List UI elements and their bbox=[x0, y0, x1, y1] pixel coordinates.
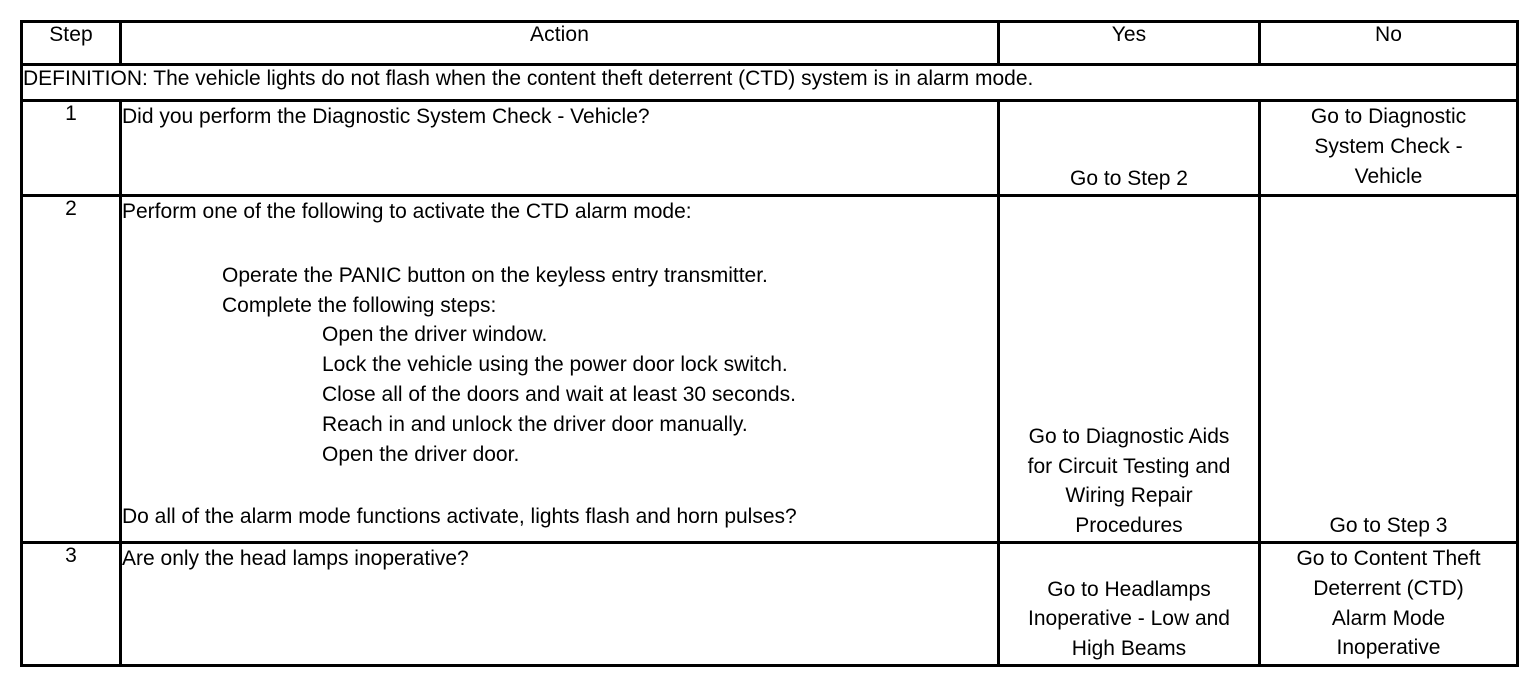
answer-line: Alarm Mode bbox=[1331, 606, 1446, 630]
step-action-cell: Perform one of the following to activate… bbox=[119, 194, 1000, 544]
table-row: 1 Did you perform the Diagnostic System … bbox=[20, 99, 1519, 197]
step-action-cell: Did you perform the Diagnostic System Ch… bbox=[119, 99, 1000, 197]
action-line: Perform one of the following to activate… bbox=[122, 200, 692, 223]
column-header-no: No bbox=[1258, 20, 1519, 66]
step-yes-cell: Go to Diagnostic Aids for Circuit Testin… bbox=[997, 194, 1261, 544]
answer-line: Wiring Repair bbox=[1065, 484, 1193, 508]
table-row: 3 Are only the head lamps inoperative? G… bbox=[20, 541, 1519, 667]
step-no-cell: Go to Diagnostic System Check - Vehicle bbox=[1258, 99, 1519, 197]
step-yes-cell: Go to Headlamps Inoperative - Low and Hi… bbox=[997, 541, 1261, 667]
answer-line: Deterrent (CTD) bbox=[1313, 576, 1464, 600]
table-header-row: Step Action Yes No bbox=[20, 20, 1519, 66]
action-line: Do all of the alarm mode functions activ… bbox=[122, 504, 797, 528]
step-no-cell: Go to Content Theft Deterrent (CTD) Alar… bbox=[1258, 541, 1519, 667]
answer-line: Go to Headlamps bbox=[1047, 577, 1211, 601]
answer-line: Vehicle bbox=[1354, 164, 1423, 188]
definition-text: DEFINITION: The vehicle lights do not fl… bbox=[20, 63, 1519, 102]
action-line: Did you perform the Diagnostic System Ch… bbox=[122, 105, 650, 128]
action-line: Close all of the doors and wait at least… bbox=[322, 383, 796, 407]
action-line: Operate the PANIC button on the keyless … bbox=[222, 263, 768, 287]
answer-line: for Circuit Testing and bbox=[1027, 454, 1231, 478]
action-line: Reach in and unlock the driver door manu… bbox=[322, 412, 748, 436]
answer-line: Go to Diagnostic Aids bbox=[1028, 424, 1230, 448]
step-no-cell: Go to Step 3 bbox=[1258, 194, 1519, 544]
action-spacer bbox=[122, 227, 997, 261]
action-line: Open the driver window. bbox=[322, 323, 548, 347]
answer-line: Go to Content Theft bbox=[1296, 547, 1481, 570]
table-row: 2 Perform one of the following to activa… bbox=[20, 194, 1519, 544]
column-header-yes: Yes bbox=[997, 20, 1261, 66]
action-line: Are only the head lamps inoperative? bbox=[122, 547, 469, 570]
action-line: Open the driver door. bbox=[322, 442, 520, 466]
action-spacer bbox=[122, 470, 997, 502]
answer-line: Procedures bbox=[1075, 514, 1183, 538]
step-number: 3 bbox=[20, 541, 122, 667]
action-line: Lock the vehicle using the power door lo… bbox=[322, 353, 788, 377]
action-line: Complete the following steps: bbox=[222, 293, 497, 317]
answer-line: Inoperative bbox=[1336, 636, 1441, 660]
answer-line: High Beams bbox=[1071, 637, 1187, 661]
definition-row: DEFINITION: The vehicle lights do not fl… bbox=[20, 63, 1519, 102]
answer-line: Go to Diagnostic bbox=[1310, 105, 1467, 128]
answer-line: Go to Step 2 bbox=[1070, 167, 1188, 191]
step-action-cell: Are only the head lamps inoperative? bbox=[119, 541, 1000, 667]
diagnostic-table: Step Action Yes No DEFINITION: The vehic… bbox=[20, 20, 1519, 667]
step-number: 1 bbox=[20, 99, 122, 197]
column-header-action: Action bbox=[119, 20, 1000, 66]
answer-line: Inoperative - Low and bbox=[1028, 607, 1230, 631]
step-number: 2 bbox=[20, 194, 122, 544]
step-yes-cell: Go to Step 2 bbox=[997, 99, 1261, 197]
answer-line: Go to Step 3 bbox=[1329, 514, 1448, 538]
answer-line: System Check - bbox=[1314, 134, 1463, 158]
column-header-step: Step bbox=[20, 20, 122, 66]
